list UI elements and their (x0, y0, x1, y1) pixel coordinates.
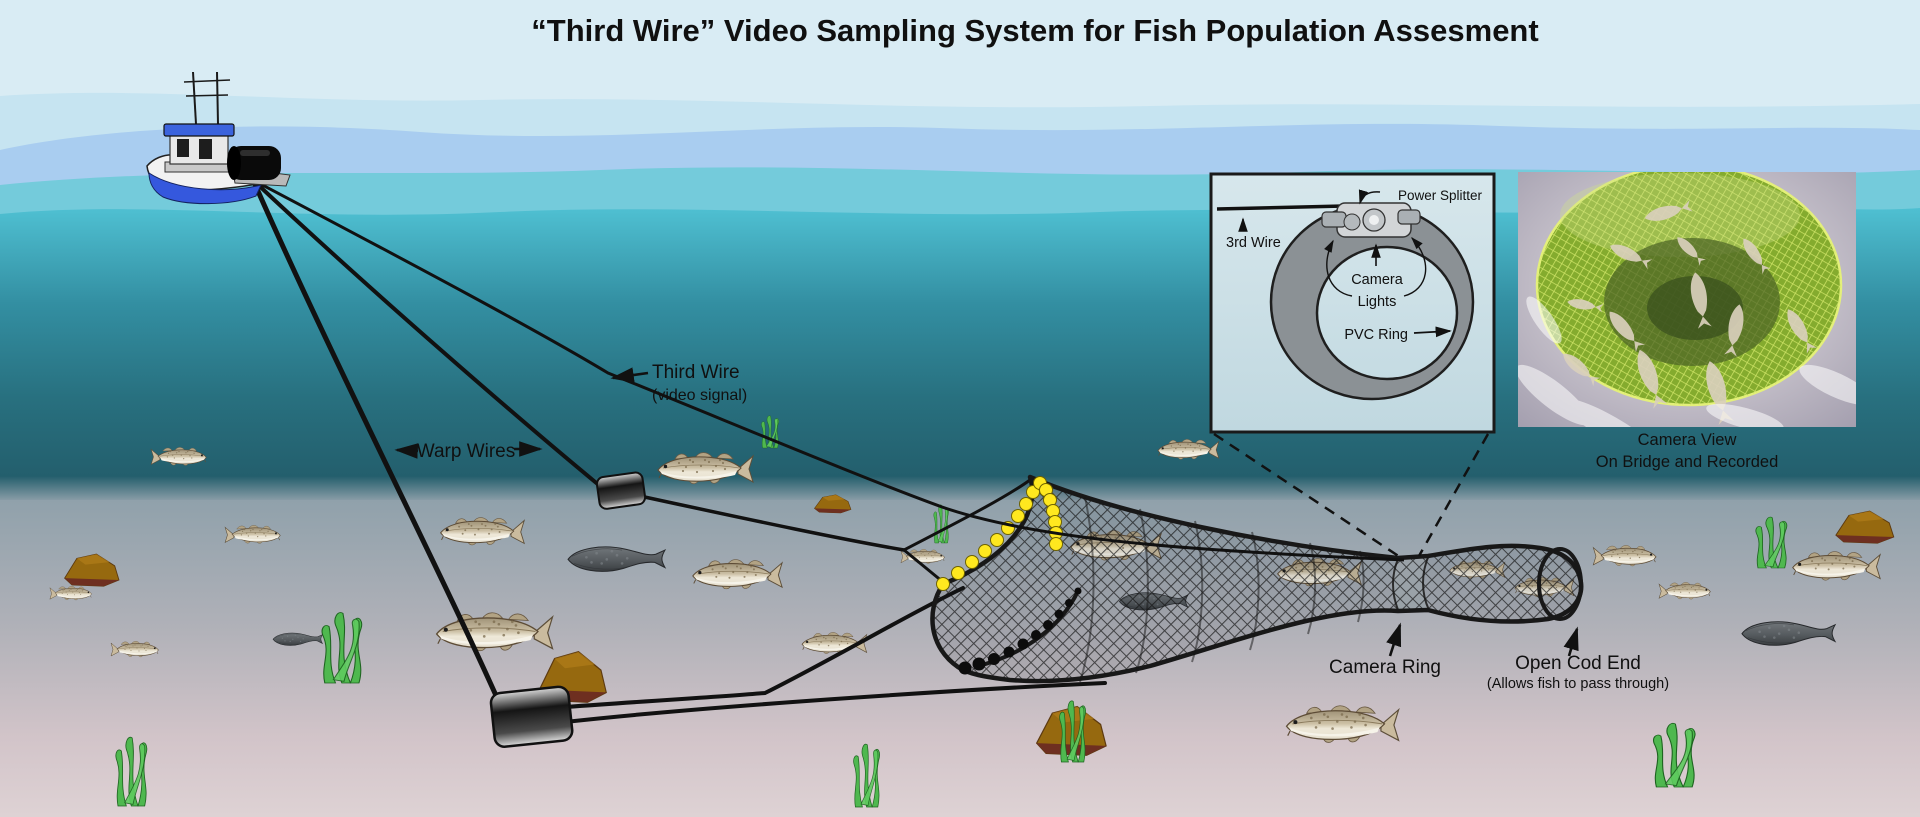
inset-power-splitter-label: Power Splitter (1398, 188, 1483, 203)
third-wire-line (252, 178, 1405, 562)
ground-line (563, 681, 1107, 724)
headrope-float (1011, 509, 1025, 523)
arrow-camera-ring (1386, 622, 1402, 657)
wires (251, 179, 1107, 724)
net-mesh (932, 477, 1582, 682)
headrope-float (1019, 497, 1033, 511)
bridle-to-headrope (902, 478, 1032, 552)
photo-motion-blur-fish (1518, 296, 1856, 427)
open-cod-end-sublabel: (Allows fish to pass through) (1487, 676, 1669, 692)
footrope-weight (1017, 638, 1029, 650)
mast-crossbar (185, 94, 229, 97)
light-left (1321, 211, 1347, 228)
scene-labels: Third Wire (video signal) Warp Wires Cam… (394, 362, 1669, 692)
footrope-weights (958, 587, 1082, 675)
third-wire-label: Third Wire (652, 362, 740, 383)
cabin-roof (163, 123, 235, 137)
photo-caption-line1: Camera View (1638, 431, 1737, 449)
light-right (1397, 209, 1421, 225)
trawl-door-lower (489, 685, 574, 748)
camera-detail (1343, 213, 1361, 231)
inset-lights-label: Lights (1358, 294, 1397, 310)
trawl-net (930, 474, 1584, 684)
mast (192, 71, 197, 125)
net-outline (930, 474, 1584, 684)
footrope-weight (988, 653, 1000, 665)
arrow-pvc-ring (1413, 326, 1452, 338)
arrow-power-splitter (1358, 189, 1381, 205)
arrow-warp-left (394, 443, 419, 459)
footrope-weight (1074, 587, 1082, 595)
photo-net-glow (1560, 173, 1800, 257)
warp-wire-lower (251, 179, 501, 703)
warp-wire-upper (252, 179, 602, 488)
footrope-weight (1054, 609, 1064, 619)
inset-camera-label: Camera (1351, 272, 1404, 288)
arrow-third-wire (610, 367, 649, 383)
net-seams (1079, 496, 1365, 683)
footrope-weight (1043, 620, 1053, 630)
photo-caption-line2: On Bridge and Recorded (1596, 453, 1779, 471)
winch-highlight (240, 150, 270, 156)
diagram-title: “Third Wire” Video Sampling System for F… (531, 13, 1538, 48)
arrow-open-cod-end (1563, 626, 1579, 657)
footrope-weight (1065, 599, 1073, 607)
third-wire-sublabel: (video signal) (652, 387, 747, 404)
bridle-to-footrope (902, 548, 945, 584)
headrope-float (965, 555, 979, 569)
photo-net-center-dark (1647, 276, 1743, 340)
camera-view-photo: Camera View On Bridge and Recorded (1518, 172, 1856, 471)
upper-bridle (638, 494, 906, 552)
camera-ring-label: Camera Ring (1329, 657, 1441, 678)
headrope-float (1049, 537, 1063, 551)
boat (146, 71, 291, 205)
footrope-weight (1003, 646, 1015, 658)
open-cod-end-label: Open Cod End (1515, 653, 1641, 674)
inset-3rd-wire-label: 3rd Wire (1226, 235, 1281, 251)
lower-bridle-top (564, 586, 965, 709)
inset-callout-lines (1213, 432, 1490, 561)
open-cod-end-opening (1537, 547, 1583, 621)
inset-diagram: Power Splitter 3rd Wire Camera Lights PV… (1209, 172, 1496, 434)
hull-blue (148, 172, 262, 205)
mast-crossbar (183, 79, 231, 83)
warp-wires-label: Warp Wires (417, 441, 516, 462)
inset-pvc-ring-label: PVC Ring (1344, 327, 1408, 343)
seafloor-horizon (0, 476, 1920, 502)
headrope-float (990, 533, 1004, 547)
trawl-door-upper (595, 471, 647, 510)
cabin-window (177, 139, 189, 157)
cabin-window (199, 139, 212, 159)
camera-lens-inner (1369, 215, 1379, 225)
winch-end-cap (227, 146, 241, 180)
footrope-weight (1031, 630, 1041, 640)
footrope-weight (958, 661, 972, 675)
headrope-float (951, 566, 965, 580)
headrope-floats (936, 476, 1063, 591)
headrope-float (936, 577, 950, 591)
headrope-float (978, 544, 992, 558)
arrow-light-left (1324, 239, 1353, 297)
arrow-light-right (1403, 236, 1427, 297)
footrope-weight (972, 657, 986, 671)
